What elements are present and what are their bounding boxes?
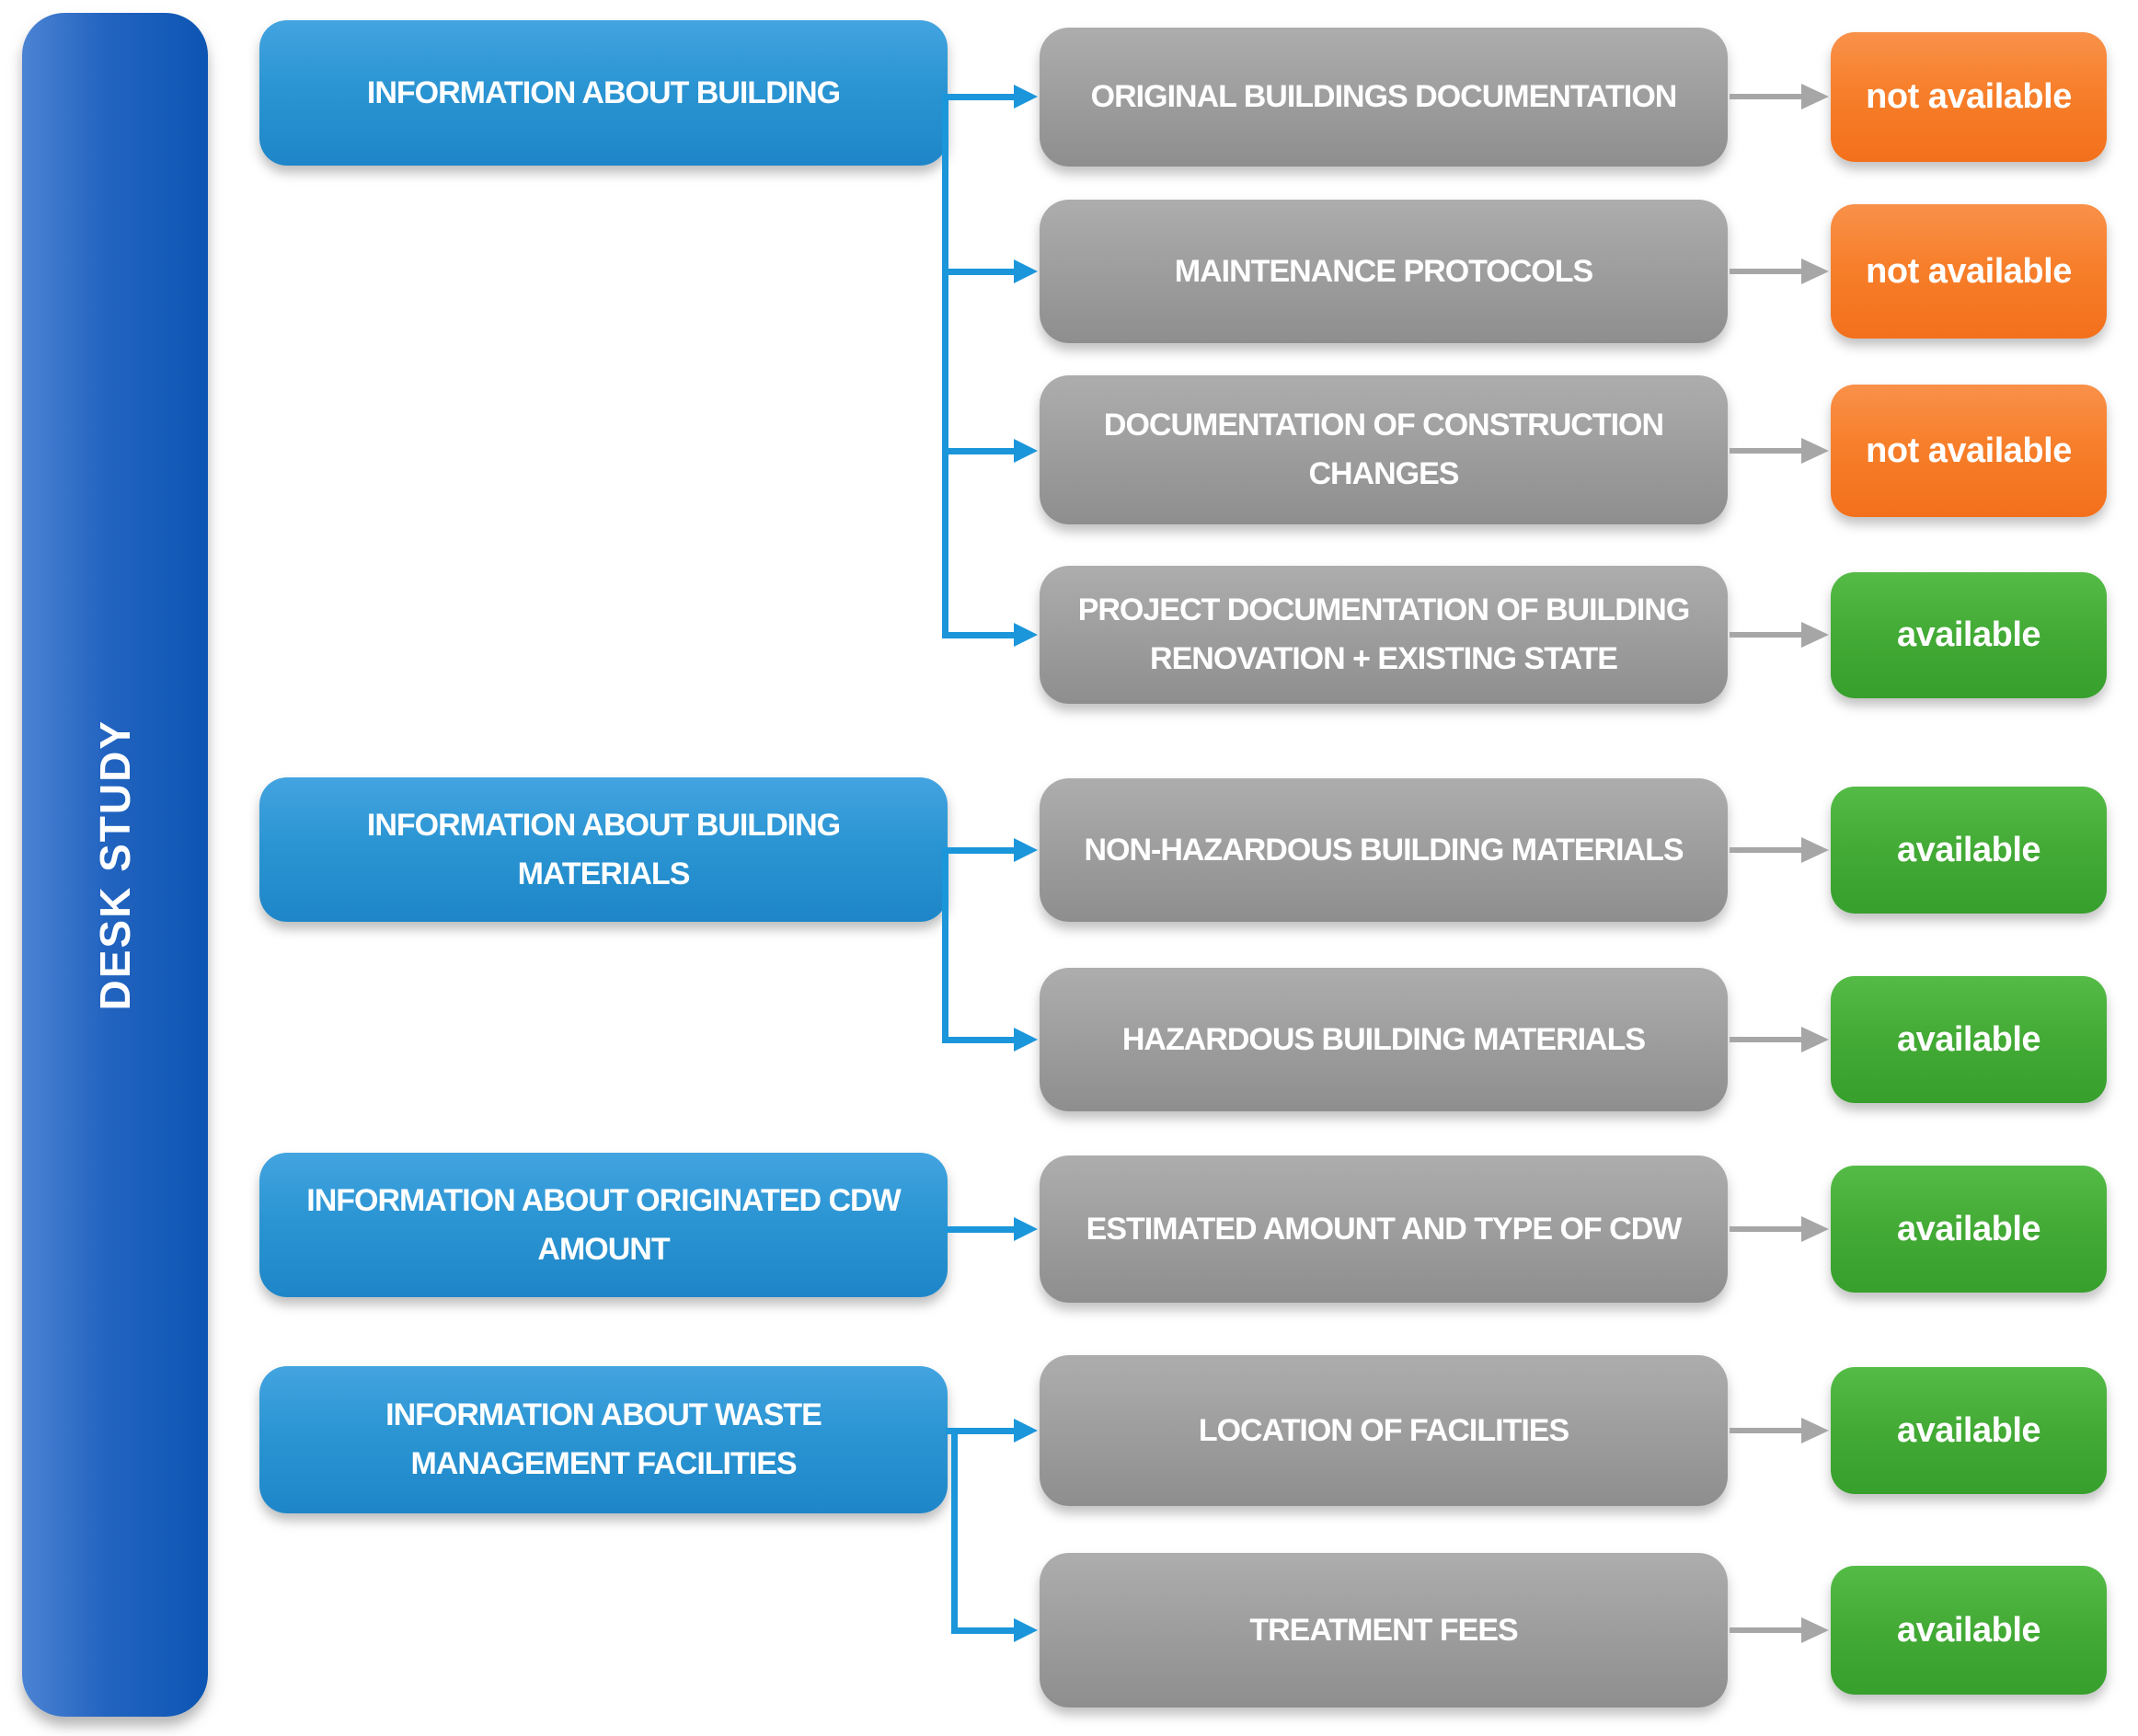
arrow-line-section2-item1 (942, 847, 1014, 854)
status-badge-documentation-of-construction-changes: not available (1831, 385, 2107, 517)
item-box-non-hazardous-building-materials: NON-HAZARDOUS BUILDING MATERIALS (1040, 778, 1728, 922)
arrowhead-icon-section4-item1 (1014, 1419, 1038, 1443)
item-label: HAZARDOUS BUILDING MATERIALS (1121, 1021, 1646, 1057)
status-arrowhead-icon-row9 (1801, 1617, 1829, 1643)
status-arrow-line-row1 (1730, 94, 1801, 99)
category-label: INFORMATION ABOUT WASTE MANAGEMENT FACIL… (385, 1397, 822, 1481)
status-arrow-line-row6 (1730, 1037, 1801, 1042)
arrow-line-section1-item3 (942, 448, 1014, 454)
item-label: MAINTENANCE PROTOCOLS (1174, 253, 1593, 289)
item-label: LOCATION OF FACILITIES (1198, 1412, 1569, 1448)
status-label: available (1896, 1410, 2041, 1450)
desk-study-sidebar: DESK STUDY (22, 13, 208, 1717)
arrow-line-section1-item4 (942, 632, 1014, 638)
arrowhead-icon-section4-item2 (1014, 1618, 1038, 1642)
status-badge-treatment-fees: available (1831, 1566, 2107, 1695)
item-label: ESTIMATED AMOUNT AND TYPE OF CDW (1086, 1211, 1683, 1247)
arrow-line-section4-item1 (946, 1428, 1014, 1434)
status-arrowhead-icon-row1 (1801, 84, 1829, 109)
category-label: INFORMATION ABOUT BUILDING MATERIALS (366, 807, 841, 891)
status-badge-hazardous-building-materials: available (1831, 976, 2107, 1103)
status-arrowhead-icon-row6 (1801, 1027, 1829, 1052)
status-arrowhead-icon-row8 (1801, 1418, 1829, 1443)
arrowhead-icon-section1-item3 (1014, 439, 1038, 463)
status-label: not available (1866, 77, 2072, 116)
status-arrowhead-icon-row4 (1801, 622, 1829, 648)
status-badge-non-hazardous-building-materials: available (1831, 787, 2107, 914)
status-arrowhead-icon-row2 (1801, 259, 1829, 284)
desk-study-label: DESK STUDY (91, 719, 139, 1011)
category-label: INFORMATION ABOUT BUILDING (366, 75, 841, 110)
category-box-building-materials: INFORMATION ABOUT BUILDING MATERIALS (259, 777, 948, 922)
category-box-information-about-building: INFORMATION ABOUT BUILDING (259, 20, 948, 166)
status-badge-location-of-facilities: available (1831, 1367, 2107, 1494)
arrow-line-section1-item1 (942, 94, 1014, 100)
item-box-treatment-fees: TREATMENT FEES (1040, 1553, 1728, 1707)
item-box-location-of-facilities: LOCATION OF FACILITIES (1040, 1355, 1728, 1506)
status-label: available (1896, 1019, 2041, 1059)
item-box-project-documentation-renovation: PROJECT DOCUMENTATION OF BUILDING RENOVA… (1040, 566, 1728, 704)
category-box-originated-cdw-amount: INFORMATION ABOUT ORIGINATED CDW AMOUNT (259, 1153, 948, 1297)
status-badge-estimated-amount-and-type-of-cdw: available (1831, 1166, 2107, 1293)
category-label: INFORMATION ABOUT ORIGINATED CDW AMOUNT (306, 1182, 901, 1267)
status-badge-maintenance-protocols: not available (1831, 204, 2107, 339)
status-arrow-line-row9 (1730, 1627, 1801, 1633)
item-box-documentation-of-construction-changes: DOCUMENTATION OF CONSTRUCTION CHANGES (1040, 375, 1728, 524)
status-label: available (1896, 830, 2041, 869)
arrowhead-icon-section1-item2 (1014, 259, 1038, 283)
status-arrow-line-row2 (1730, 269, 1801, 274)
branch-line-section1 (942, 94, 948, 638)
category-box-waste-management-facilities: INFORMATION ABOUT WASTE MANAGEMENT FACIL… (259, 1366, 948, 1513)
status-arrowhead-icon-row7 (1801, 1216, 1829, 1242)
arrowhead-icon-section3-item1 (1014, 1217, 1038, 1241)
status-arrow-line-row4 (1730, 632, 1801, 638)
item-label: ORIGINAL BUILDINGS DOCUMENTATION (1090, 79, 1678, 115)
arrow-line-section4-item2 (951, 1627, 1014, 1634)
branch-line-section4 (951, 1428, 958, 1634)
item-label: PROJECT DOCUMENTATION OF BUILDING RENOVA… (1077, 592, 1691, 676)
item-box-maintenance-protocols: MAINTENANCE PROTOCOLS (1040, 200, 1728, 343)
status-badge-original-buildings-documentation: not available (1831, 32, 2107, 162)
arrow-line-section1-item2 (942, 269, 1014, 275)
arrowhead-icon-section1-item4 (1014, 623, 1038, 647)
status-label: not available (1866, 251, 2072, 291)
item-box-estimated-amount-and-type-of-cdw: ESTIMATED AMOUNT AND TYPE OF CDW (1040, 1155, 1728, 1303)
branch-line-section2 (942, 847, 948, 1043)
status-label: available (1896, 1209, 2041, 1248)
arrowhead-icon-section1-item1 (1014, 85, 1038, 109)
status-arrow-line-row3 (1730, 448, 1801, 454)
status-arrow-line-row7 (1730, 1226, 1801, 1232)
arrowhead-icon-section2-item1 (1014, 838, 1038, 862)
status-arrowhead-icon-row3 (1801, 438, 1829, 464)
status-label: available (1896, 1610, 2041, 1650)
status-label: not available (1866, 431, 2072, 470)
item-label: DOCUMENTATION OF CONSTRUCTION CHANGES (1103, 408, 1664, 491)
status-arrow-line-row8 (1730, 1428, 1801, 1433)
status-arrowhead-icon-row5 (1801, 837, 1829, 863)
item-box-original-buildings-documentation: ORIGINAL BUILDINGS DOCUMENTATION (1040, 28, 1728, 167)
status-arrow-line-row5 (1730, 847, 1801, 853)
arrowhead-icon-section2-item2 (1014, 1028, 1038, 1052)
arrow-line-section3-item1 (946, 1226, 1014, 1233)
arrow-line-section2-item2 (942, 1037, 1014, 1043)
item-box-hazardous-building-materials: HAZARDOUS BUILDING MATERIALS (1040, 968, 1728, 1111)
status-badge-project-documentation-renovation: available (1831, 572, 2107, 698)
item-label: NON-HAZARDOUS BUILDING MATERIALS (1084, 832, 1684, 868)
status-label: available (1896, 615, 2041, 654)
item-label: TREATMENT FEES (1249, 1612, 1518, 1648)
